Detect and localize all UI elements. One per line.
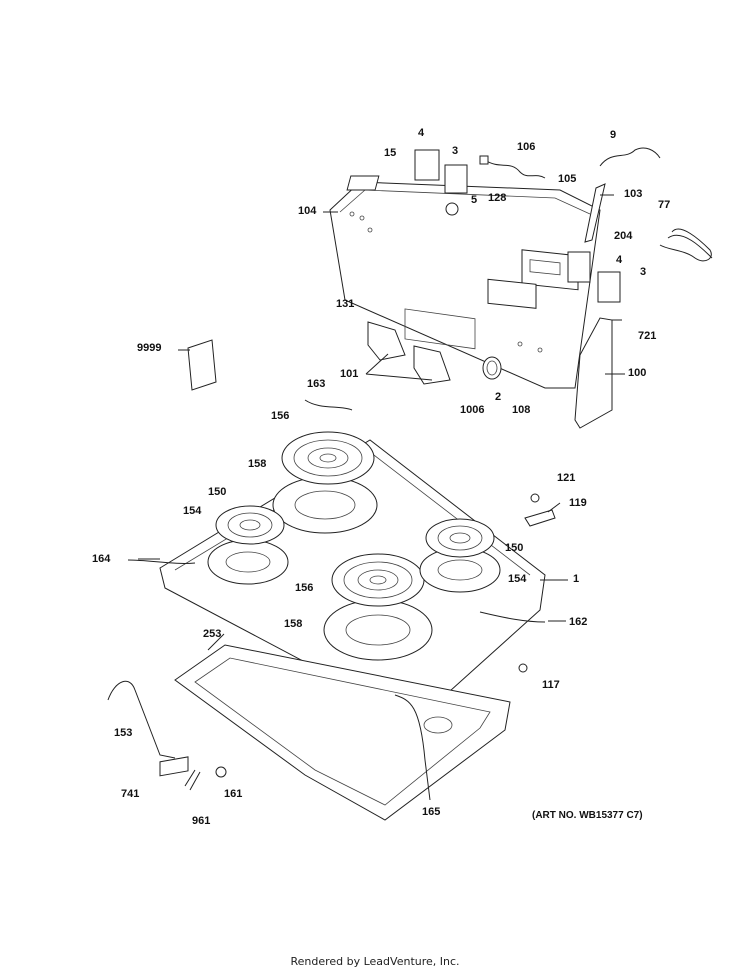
control-panel-104 [329,181,601,389]
callout-156: 156 [271,410,290,422]
callout-204: 204 [614,230,633,242]
callout-108: 108 [512,404,531,416]
callout-150-right: 150 [505,542,524,554]
nut-161 [215,766,227,778]
wire-164 [127,559,196,564]
infinite-switches-bottom [567,251,621,303]
callout-156-front: 156 [295,582,314,594]
callout-77: 77 [658,199,671,211]
art-number: (ART NO. WB15377 C7) [532,810,643,821]
callout-119: 119 [569,497,587,509]
callout-153: 153 [114,727,133,739]
callout-253: 253 [203,628,222,640]
callout-100: 100 [628,367,647,379]
bracket-103 [584,183,606,243]
large-burner-front [323,553,433,661]
overlay-128 [487,278,537,309]
callout-1: 1 [573,573,580,585]
callout-105: 105 [558,173,577,185]
bottom-pan-253 [174,644,511,821]
callout-721: 721 [638,330,657,342]
small-burner-right [419,518,501,593]
callout-104: 104 [298,205,317,217]
large-burner-rear [272,431,378,534]
wire-harness-106 [479,155,546,179]
brackets-101 [367,321,451,385]
infinite-switches-top [346,149,468,216]
callout-9999: 9999 [137,342,162,354]
callout-106: 106 [517,141,536,153]
callout-154-right: 154 [508,573,527,585]
callout-2: 2 [495,391,502,403]
callout-4: 4 [418,127,425,139]
callout-961: 961 [192,815,211,827]
callout-131: 131 [336,298,355,310]
harness-77 [659,228,713,262]
callout-150: 150 [208,486,227,498]
callout-164: 164 [92,553,111,565]
switch-741 [159,756,201,791]
callout-9: 9 [610,129,617,141]
literature-9999 [187,339,217,391]
callout-165: 165 [422,806,441,818]
callout-158: 158 [248,458,267,470]
callout-158-front: 158 [284,618,303,630]
callout-117: 117 [542,679,560,691]
callout-4-lower: 4 [616,254,623,266]
rod-153 [107,680,176,759]
nut-117 [518,663,528,673]
screw-121 [530,493,540,503]
callout-15: 15 [384,147,397,159]
callout-163: 163 [307,378,326,390]
wire-163 [304,399,353,411]
callout-101: 101 [340,368,359,380]
wire-165 [394,694,431,801]
callout-121: 121 [557,472,576,484]
callout-154: 154 [183,505,202,517]
leader-lines [138,194,625,651]
callout-161: 161 [224,788,243,800]
bracket-119 [524,509,556,527]
callout-128: 128 [488,192,507,204]
small-burner-left [207,505,289,585]
knob-2 [482,356,502,380]
callout-5: 5 [471,194,478,206]
endcap-100 [574,317,613,429]
callout-1006: 1006 [460,404,485,416]
callout-741: 741 [121,788,140,800]
wire-9 [599,147,661,167]
footer-credit: Rendered by LeadVenture, Inc. [290,955,460,968]
callout-103: 103 [624,188,643,200]
wire-162 [479,611,546,623]
callout-3: 3 [452,145,459,157]
callout-3-lower: 3 [640,266,647,278]
callout-162: 162 [569,616,588,628]
